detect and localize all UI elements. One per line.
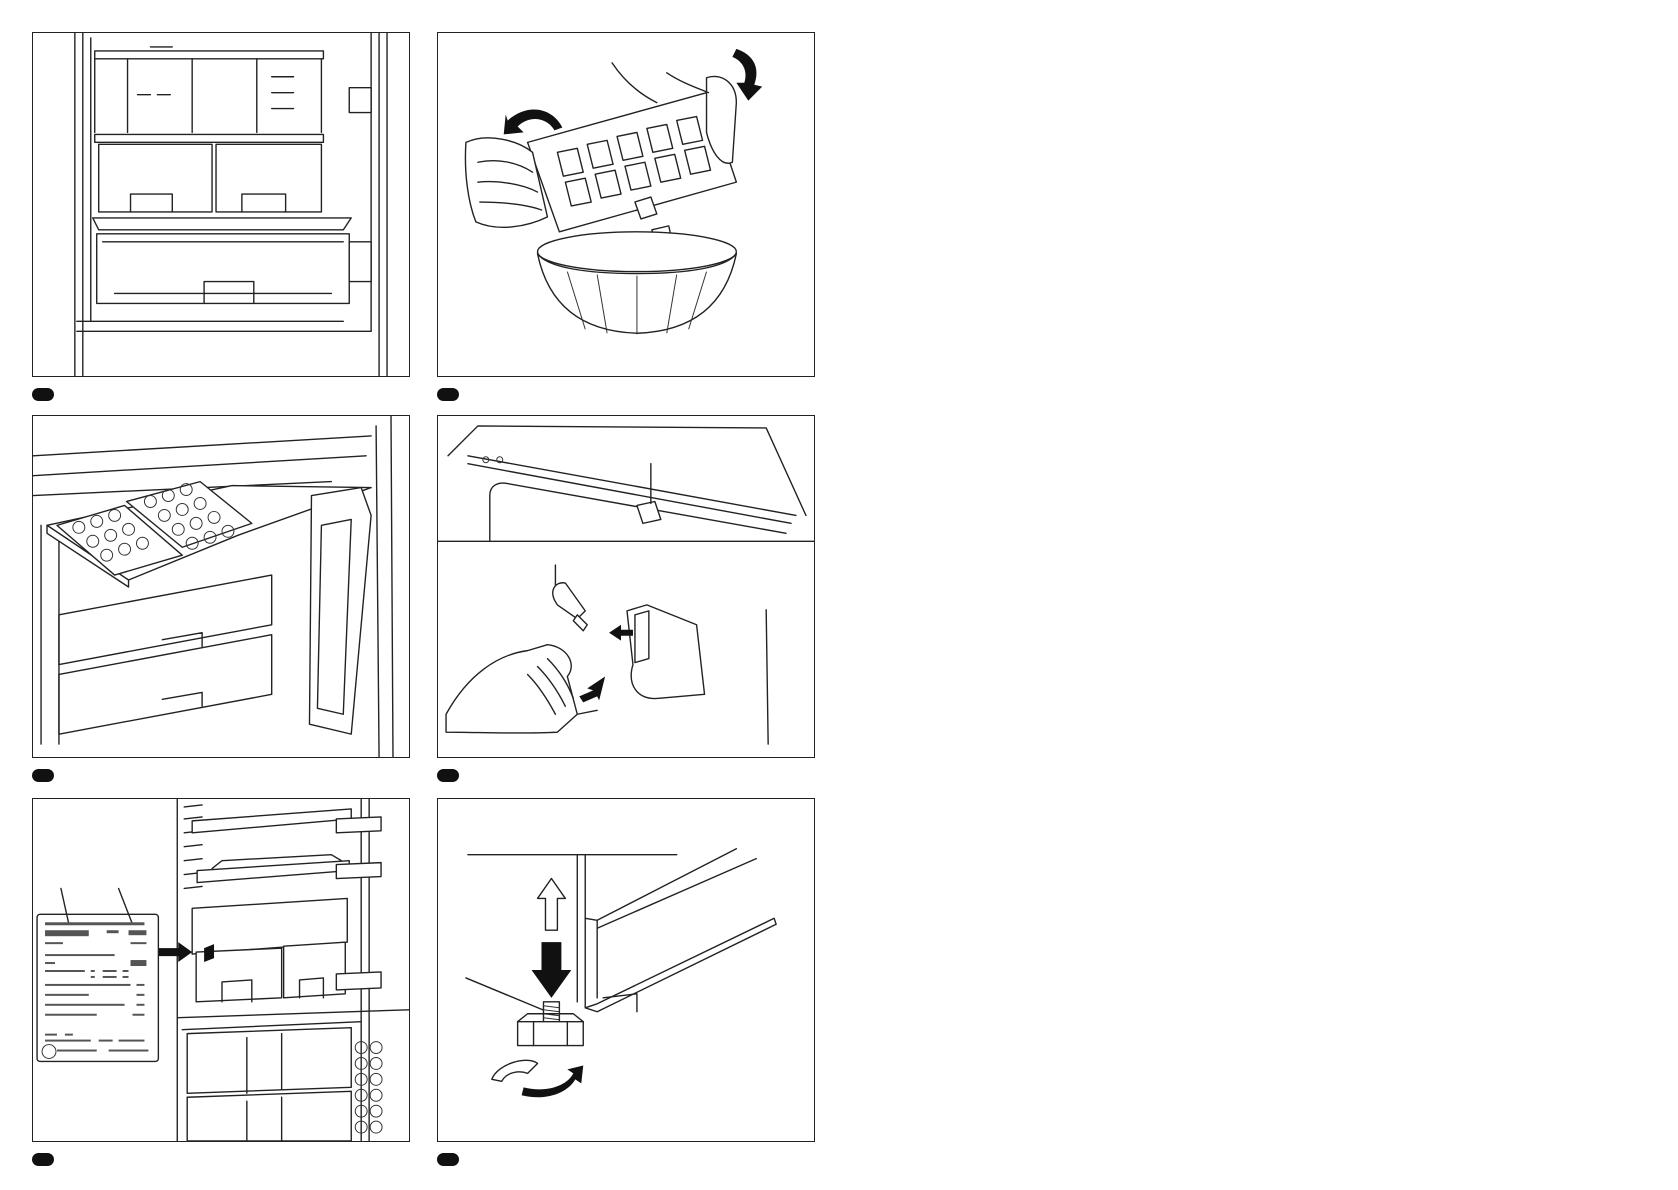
freezer-interior-illustration — [33, 33, 409, 376]
figure-adjustable-foot — [437, 798, 815, 1142]
up-arrow-icon — [538, 879, 566, 931]
figure-number-badge — [32, 388, 54, 401]
figure-ice-tray-emptying — [437, 32, 815, 377]
figure-number-badge — [437, 388, 459, 401]
screw-foot-icon — [518, 1022, 584, 1046]
drawer-icon — [99, 144, 212, 212]
bulb-replacement-illustration — [438, 416, 814, 757]
freezer-door-icon — [309, 488, 371, 735]
figure-ice-tray-freezer — [32, 415, 410, 758]
rotate-arrow-icon — [504, 109, 563, 134]
figure-number-badge — [32, 1153, 54, 1166]
shelf-icon — [95, 51, 324, 59]
drawer-icon — [216, 144, 321, 212]
rating-plate-illustration — [33, 799, 409, 1141]
down-arrow-icon — [532, 942, 572, 998]
figure-number-badge — [437, 1153, 459, 1166]
freezer-ice-tray-illustration — [33, 416, 409, 757]
rotate-arrow-icon — [732, 49, 762, 101]
push-arrow-icon — [579, 676, 605, 702]
ice-tray-icon — [528, 93, 737, 232]
adjustable-foot-illustration — [438, 799, 814, 1141]
figure-rating-plate — [32, 798, 410, 1142]
figure-bulb-replacement — [437, 415, 815, 758]
figure-freezer-shelves — [32, 32, 410, 377]
arrow-right-icon — [156, 942, 192, 962]
figure-number-badge — [32, 769, 54, 782]
ice-tray-emptying-illustration — [438, 33, 814, 376]
rating-plate-icon — [37, 914, 158, 1061]
bulb-icon — [553, 583, 585, 619]
lamp-cover-icon — [627, 605, 705, 699]
figure-number-badge — [437, 769, 459, 782]
